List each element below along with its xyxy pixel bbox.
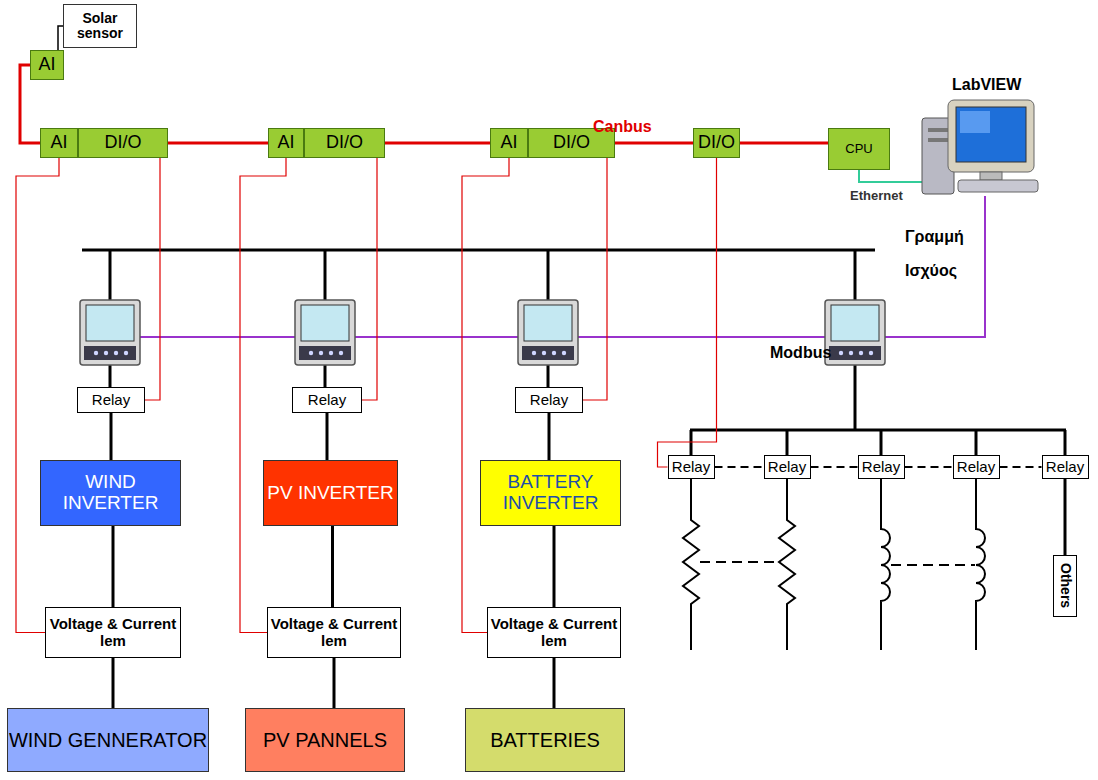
bus-label: Canbus bbox=[593, 118, 652, 136]
node-text: BATTERY INVERTER bbox=[481, 472, 620, 514]
network-label: Ethernet bbox=[850, 188, 903, 203]
node-text: Relay bbox=[768, 459, 806, 476]
power-wire bbox=[112, 526, 115, 607]
node-text: DI/O bbox=[104, 133, 141, 153]
power-bus bbox=[82, 250, 1066, 455]
relay-box: Relay bbox=[764, 455, 811, 479]
relay-link bbox=[1000, 466, 1042, 468]
relay-link bbox=[811, 466, 858, 468]
canbus-wire bbox=[740, 142, 828, 145]
node-text: WIND INVERTER bbox=[41, 472, 180, 514]
node-text: Relay bbox=[957, 459, 995, 476]
source-box: BATTERIES bbox=[465, 708, 625, 772]
power-wire bbox=[112, 658, 115, 708]
node-text: AI bbox=[50, 133, 67, 153]
relay-link bbox=[905, 466, 953, 468]
inverter-box: PV INVERTER bbox=[263, 460, 398, 526]
software-label: LabVIEW bbox=[952, 76, 1021, 94]
sensor-box: Voltage & Current lem bbox=[487, 607, 621, 658]
node-text: Voltage & Current lem bbox=[46, 616, 180, 649]
sensor-box: Voltage & Current lem bbox=[267, 607, 401, 658]
source-box: PV PANNELS bbox=[245, 708, 405, 772]
node-text: Solar sensor bbox=[64, 11, 136, 42]
digital-io-module: DI/O bbox=[304, 128, 385, 158]
computer-icon bbox=[922, 100, 1038, 194]
power-wire bbox=[548, 413, 551, 460]
inverter-box: WIND INVERTER bbox=[40, 460, 181, 526]
node-text: DI/O bbox=[326, 133, 363, 153]
relay-link bbox=[715, 466, 764, 468]
sensor-box: Voltage & Current lem bbox=[45, 607, 181, 658]
node-text: Relay bbox=[672, 459, 710, 476]
bus-label: Ισχύος bbox=[905, 262, 957, 280]
bus-label: Modbus bbox=[770, 344, 831, 362]
analog-input-module: AI bbox=[30, 50, 64, 80]
cpu-module: CPU bbox=[828, 128, 890, 170]
load-symbols bbox=[683, 479, 985, 650]
power-wire bbox=[331, 526, 334, 607]
analog-input-module: AI bbox=[490, 128, 528, 158]
node-text: CPU bbox=[845, 142, 872, 156]
analog-input-module: AI bbox=[268, 128, 304, 158]
node-text: WIND GENNERATOR bbox=[9, 729, 207, 751]
node-text: PV PANNELS bbox=[263, 729, 387, 751]
power-wire bbox=[110, 413, 113, 460]
signal-wire bbox=[145, 158, 160, 400]
relay-box: Relay bbox=[77, 387, 145, 413]
load-box: Others bbox=[1053, 555, 1077, 617]
signal-wire bbox=[658, 158, 717, 467]
relay-box: Relay bbox=[858, 455, 905, 479]
power-wire bbox=[553, 526, 556, 607]
power-wire bbox=[326, 413, 329, 460]
node-text: AI bbox=[500, 133, 517, 153]
inverter-box: BATTERY INVERTER bbox=[480, 460, 621, 526]
signal-wire bbox=[16, 158, 59, 633]
node-text: PV INVERTER bbox=[267, 483, 393, 504]
relay-box: Relay bbox=[515, 387, 583, 413]
sensor-box: Solar sensor bbox=[63, 4, 137, 48]
power-wire bbox=[333, 658, 336, 708]
digital-io-module: DI/O bbox=[78, 128, 168, 158]
node-text: Voltage & Current lem bbox=[488, 616, 620, 649]
signal-wire bbox=[462, 158, 509, 633]
node-text: Relay bbox=[1046, 459, 1084, 476]
signal-wire bbox=[583, 158, 607, 400]
power-wire bbox=[1064, 479, 1067, 555]
analog-input-module: AI bbox=[40, 128, 78, 158]
node-text: Relay bbox=[862, 459, 900, 476]
source-box: WIND GENNERATOR bbox=[7, 708, 209, 772]
node-text: Relay bbox=[308, 392, 346, 409]
node-text: AI bbox=[277, 133, 294, 153]
relay-box: Relay bbox=[292, 387, 362, 413]
node-text: Others bbox=[1057, 563, 1072, 608]
node-text: Voltage & Current lem bbox=[268, 616, 400, 649]
relay-box: Relay bbox=[953, 455, 1000, 479]
canbus-wire bbox=[615, 142, 693, 145]
canbus-wire bbox=[168, 142, 268, 145]
node-text: Relay bbox=[92, 392, 130, 409]
digital-io-module: DI/O bbox=[693, 128, 740, 158]
power-wire bbox=[553, 658, 556, 708]
power-meters bbox=[80, 300, 885, 365]
node-text: Relay bbox=[530, 392, 568, 409]
signal-wire bbox=[362, 158, 377, 400]
bus-label: Γραμμή bbox=[905, 228, 964, 246]
node-text: BATTERIES bbox=[490, 729, 600, 751]
node-text: DI/O bbox=[698, 133, 735, 153]
canbus-wire bbox=[385, 142, 490, 145]
node-text: DI/O bbox=[553, 133, 590, 153]
signal-wire bbox=[240, 158, 286, 633]
relay-box: Relay bbox=[668, 455, 715, 479]
node-text: AI bbox=[38, 55, 55, 75]
relay-box: Relay bbox=[1042, 455, 1089, 479]
